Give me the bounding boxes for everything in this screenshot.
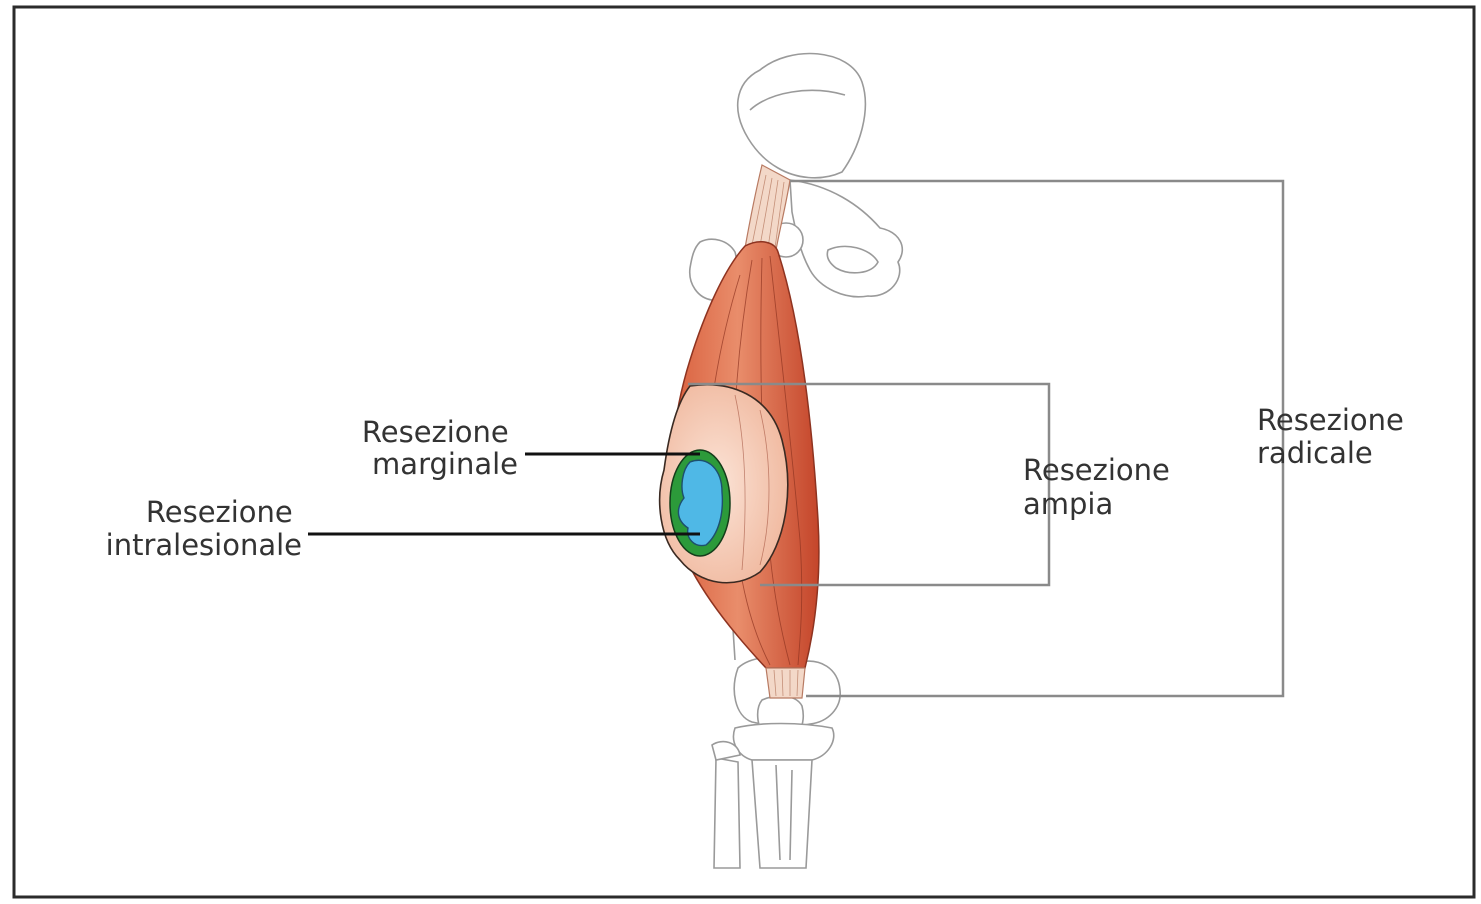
label-ampia: Resezione ampia [1023, 453, 1179, 521]
label-ampia-line2: ampia [1023, 487, 1113, 521]
label-ampia-line1: Resezione [1023, 453, 1170, 487]
label-intralesionale-line1: Resezione [146, 495, 293, 529]
tibia-plateau [734, 724, 834, 761]
label-radicale-line2: radicale [1257, 436, 1373, 470]
lesion [660, 385, 788, 583]
label-marginale-line1: Resezione [362, 415, 509, 449]
label-marginale: Resezione marginale [362, 415, 518, 481]
label-intralesionale-line2: intralesionale [106, 528, 302, 562]
label-radicale: Resezione radicale [1257, 403, 1413, 470]
label-intralesionale: Resezione intralesionale [106, 495, 302, 562]
distal-tendon [766, 668, 805, 698]
label-marginale-line2: marginale [372, 447, 518, 481]
tibia-shaft [752, 760, 812, 868]
label-radicale-line1: Resezione [1257, 403, 1404, 437]
fibula [714, 758, 740, 868]
pelvis-ischium [790, 180, 902, 297]
pelvis-ilium [738, 54, 866, 178]
